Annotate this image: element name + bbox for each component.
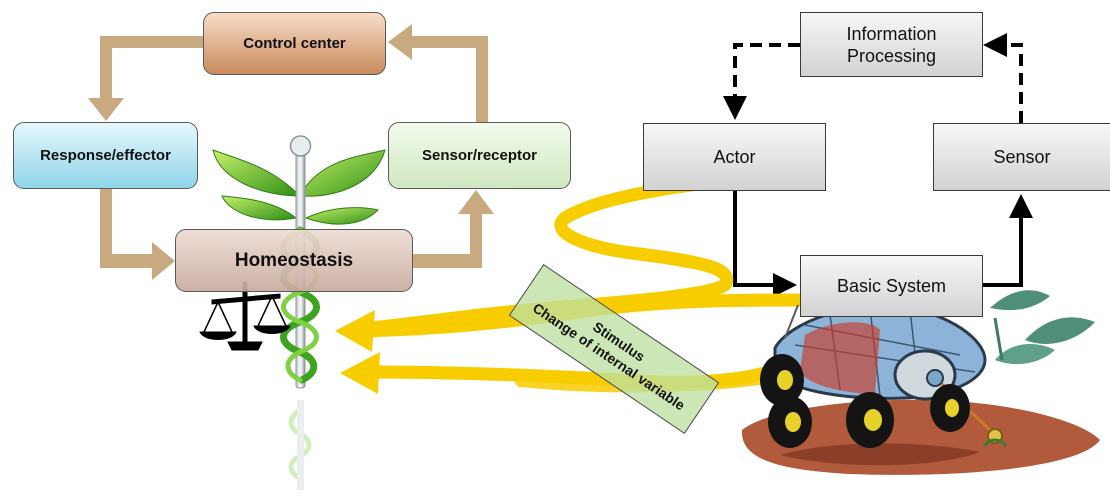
block-diagram-arrows [723,33,1033,297]
information-processing-box: Information Processing [800,12,983,77]
basic-system-box: Basic System [800,255,983,317]
rover-illustration [741,290,1100,475]
information-processing-label-line2: Processing [846,45,937,66]
feedback-arrows [88,24,494,280]
sensor-label: Sensor [993,146,1051,167]
sensor-receptor-box: Sensor/receptor [388,122,571,189]
sensor-box: Sensor [933,123,1110,191]
information-processing-label-line1: Information [846,23,937,44]
control-center-label: Control center [243,35,346,52]
response-effector-box: Response/effector [13,122,198,189]
homeostasis-box: Homeostasis [175,229,413,292]
caduceus-illustration [199,135,386,490]
actor-label: Actor [713,146,756,167]
stimulus-arrow-heads [335,310,380,394]
basic-system-label: Basic System [836,275,947,296]
homeostasis-label: Homeostasis [234,249,354,271]
sensor-receptor-label: Sensor/receptor [421,147,538,164]
control-center-box: Control center [203,12,386,75]
response-effector-label: Response/effector [40,147,171,164]
actor-box: Actor [643,123,826,191]
